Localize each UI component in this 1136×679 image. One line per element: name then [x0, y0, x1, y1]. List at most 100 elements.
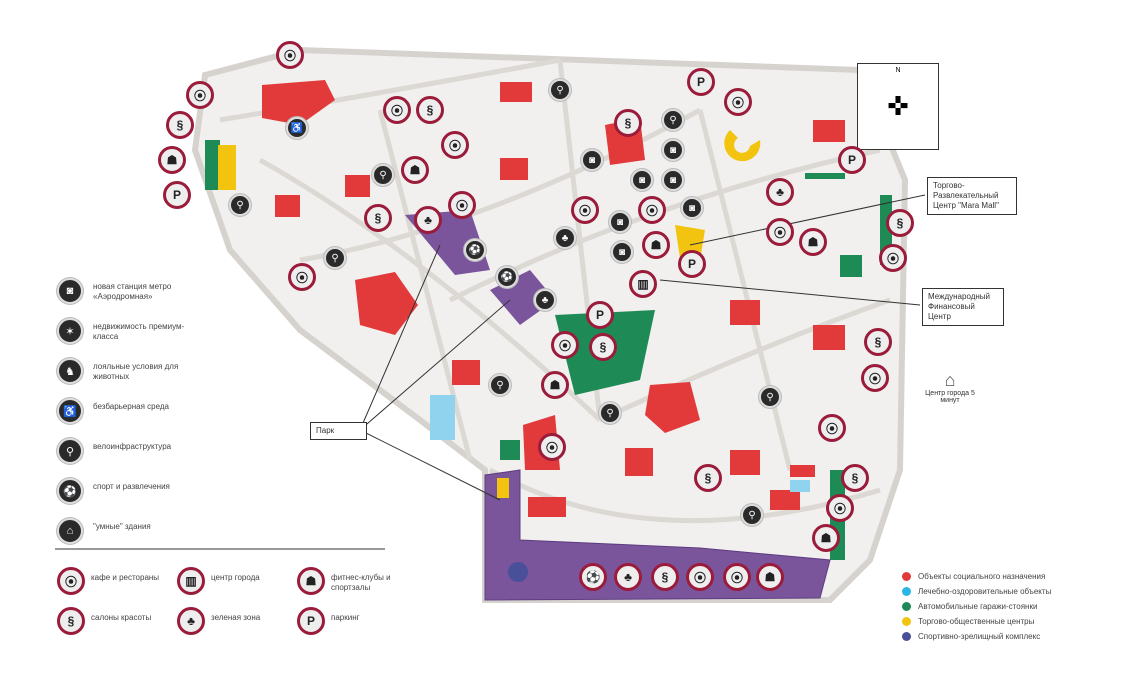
- cafe-icon[interactable]: ⦿: [448, 191, 476, 219]
- metro-icon[interactable]: ◙: [581, 149, 603, 171]
- metro-icon[interactable]: ◙: [609, 211, 631, 233]
- beauty-salon-icon[interactable]: §: [841, 464, 869, 492]
- legend-item-label: лояльные условия для животных: [93, 362, 179, 381]
- legend-item-label: салоны красоты: [91, 613, 152, 622]
- fitness-icon[interactable]: ☗: [799, 228, 827, 256]
- bicycle-icon[interactable]: ⚲: [324, 247, 346, 269]
- bicycle-icon[interactable]: ⚲: [741, 504, 763, 526]
- sport-icon[interactable]: ⚽: [496, 266, 518, 288]
- metro-icon[interactable]: ◙: [631, 169, 653, 191]
- cafe-icon[interactable]: ⦿: [186, 81, 214, 109]
- metro-icon[interactable]: ◙: [662, 169, 684, 191]
- parking-icon[interactable]: P: [163, 181, 191, 209]
- cafe-icon[interactable]: ⦿: [826, 494, 854, 522]
- legend-item-label: Объекты социального назначения: [918, 572, 1046, 581]
- legend-item-label: Автомобильные гаражи-стоянки: [918, 602, 1038, 611]
- cafe-icon[interactable]: ⦿: [686, 563, 714, 591]
- fitness-icon[interactable]: ☗: [401, 156, 429, 184]
- fitness-icon[interactable]: ☗: [756, 563, 784, 591]
- parking-icon: P: [297, 607, 325, 635]
- cafe-icon[interactable]: ⦿: [818, 414, 846, 442]
- legend-color-swatch: [902, 572, 911, 581]
- bicycle-icon[interactable]: ⚲: [489, 374, 511, 396]
- callout-lines: [359, 194, 926, 501]
- cafe-icon[interactable]: ⦿: [551, 331, 579, 359]
- sport-icon[interactable]: ⚽: [579, 563, 607, 591]
- pet-icon: ♞: [57, 358, 83, 384]
- bicycle-icon[interactable]: ⚲: [229, 194, 251, 216]
- legend-color-swatch: [902, 632, 911, 641]
- legend-color-swatch: [902, 587, 911, 596]
- city-center-icon[interactable]: ▥: [629, 270, 657, 298]
- cafe-icon[interactable]: ⦿: [441, 131, 469, 159]
- bicycle-icon[interactable]: ⚲: [372, 164, 394, 186]
- wheelchair-icon: ♿: [57, 398, 83, 424]
- parking-icon[interactable]: P: [586, 301, 614, 329]
- beauty-salon-icon[interactable]: §: [886, 209, 914, 237]
- tree-icon: ♣: [177, 607, 205, 635]
- sport-icon[interactable]: ⚽: [464, 239, 486, 261]
- tree-icon[interactable]: ♣: [554, 227, 576, 249]
- cafe-icon[interactable]: ⦿: [879, 244, 907, 272]
- cafe-icon[interactable]: ⦿: [861, 364, 889, 392]
- cafe-icon[interactable]: ⦿: [288, 263, 316, 291]
- cafe-icon[interactable]: ⦿: [638, 196, 666, 224]
- metro-icon[interactable]: ◙: [681, 197, 703, 219]
- fitness-icon[interactable]: ☗: [812, 524, 840, 552]
- bicycle-icon[interactable]: ⚲: [599, 402, 621, 424]
- premium-star-icon: ✶: [57, 318, 83, 344]
- cafe-icon[interactable]: ⦿: [571, 196, 599, 224]
- tree-icon[interactable]: ♣: [414, 206, 442, 234]
- tree-icon[interactable]: ♣: [614, 563, 642, 591]
- wheelchair-icon[interactable]: ♿: [286, 117, 308, 139]
- metro-icon[interactable]: ◙: [662, 139, 684, 161]
- beauty-salon-icon[interactable]: §: [364, 204, 392, 232]
- fitness-icon[interactable]: ☗: [158, 146, 186, 174]
- legend-item-label: безбарьерная среда: [93, 402, 169, 411]
- beauty-salon-icon[interactable]: §: [864, 328, 892, 356]
- beauty-salon-icon: §: [57, 607, 85, 635]
- fitness-icon[interactable]: ☗: [642, 231, 670, 259]
- legend-color-swatch: [902, 617, 911, 626]
- beauty-salon-icon[interactable]: §: [614, 109, 642, 137]
- beauty-salon-icon[interactable]: §: [694, 464, 722, 492]
- cafe-icon[interactable]: ⦿: [724, 88, 752, 116]
- bicycle-icon[interactable]: ⚲: [549, 79, 571, 101]
- tree-icon[interactable]: ♣: [534, 289, 556, 311]
- fitness-icon[interactable]: ☗: [541, 371, 569, 399]
- cafe-icon[interactable]: ⦿: [766, 218, 794, 246]
- cafe-icon[interactable]: ⦿: [276, 41, 304, 69]
- legend-item-label: зеленая зона: [211, 613, 261, 622]
- beauty-salon-icon[interactable]: §: [589, 333, 617, 361]
- tree-icon[interactable]: ♣: [766, 178, 794, 206]
- city-center-indicator: ⌂ Центр города 5 минут: [920, 370, 980, 404]
- bicycle-icon[interactable]: ⚲: [759, 386, 781, 408]
- legend-item-label: Лечебно-оздоровительные объекты: [918, 587, 1052, 596]
- parking-icon[interactable]: P: [838, 146, 866, 174]
- sport-icon: ⚽: [57, 478, 83, 504]
- cafe-icon[interactable]: ⦿: [723, 563, 751, 591]
- legend-item-label: новая станция метро «Аэродромная»: [93, 282, 172, 301]
- legend-item-label: Спортивно-зрелищный комплекс: [918, 632, 1041, 641]
- beauty-salon-icon[interactable]: §: [166, 111, 194, 139]
- legend-item-label: паркинг: [331, 613, 360, 622]
- cafe-icon: ⦿: [57, 567, 85, 595]
- beauty-salon-icon[interactable]: §: [416, 96, 444, 124]
- cafe-icon[interactable]: ⦿: [383, 96, 411, 124]
- fitness-icon: ☗: [297, 567, 325, 595]
- parking-icon[interactable]: P: [678, 250, 706, 278]
- legend-item-label: центр города: [211, 573, 260, 582]
- sports-complex: [508, 562, 528, 582]
- house-icon: ⌂: [944, 370, 956, 390]
- medical-facility: [430, 395, 455, 440]
- beauty-salon-icon[interactable]: §: [651, 563, 679, 591]
- bicycle-icon[interactable]: ⚲: [662, 109, 684, 131]
- parking-icon[interactable]: P: [687, 68, 715, 96]
- cafe-icon[interactable]: ⦿: [538, 433, 566, 461]
- legend-item-label: спорт и развлечения: [93, 482, 170, 491]
- medical-facility: [790, 480, 810, 492]
- city-center-label: Центр города 5 минут: [925, 390, 975, 404]
- metro-icon[interactable]: ◙: [611, 241, 633, 263]
- compass-rose-icon: ✜: [887, 91, 909, 121]
